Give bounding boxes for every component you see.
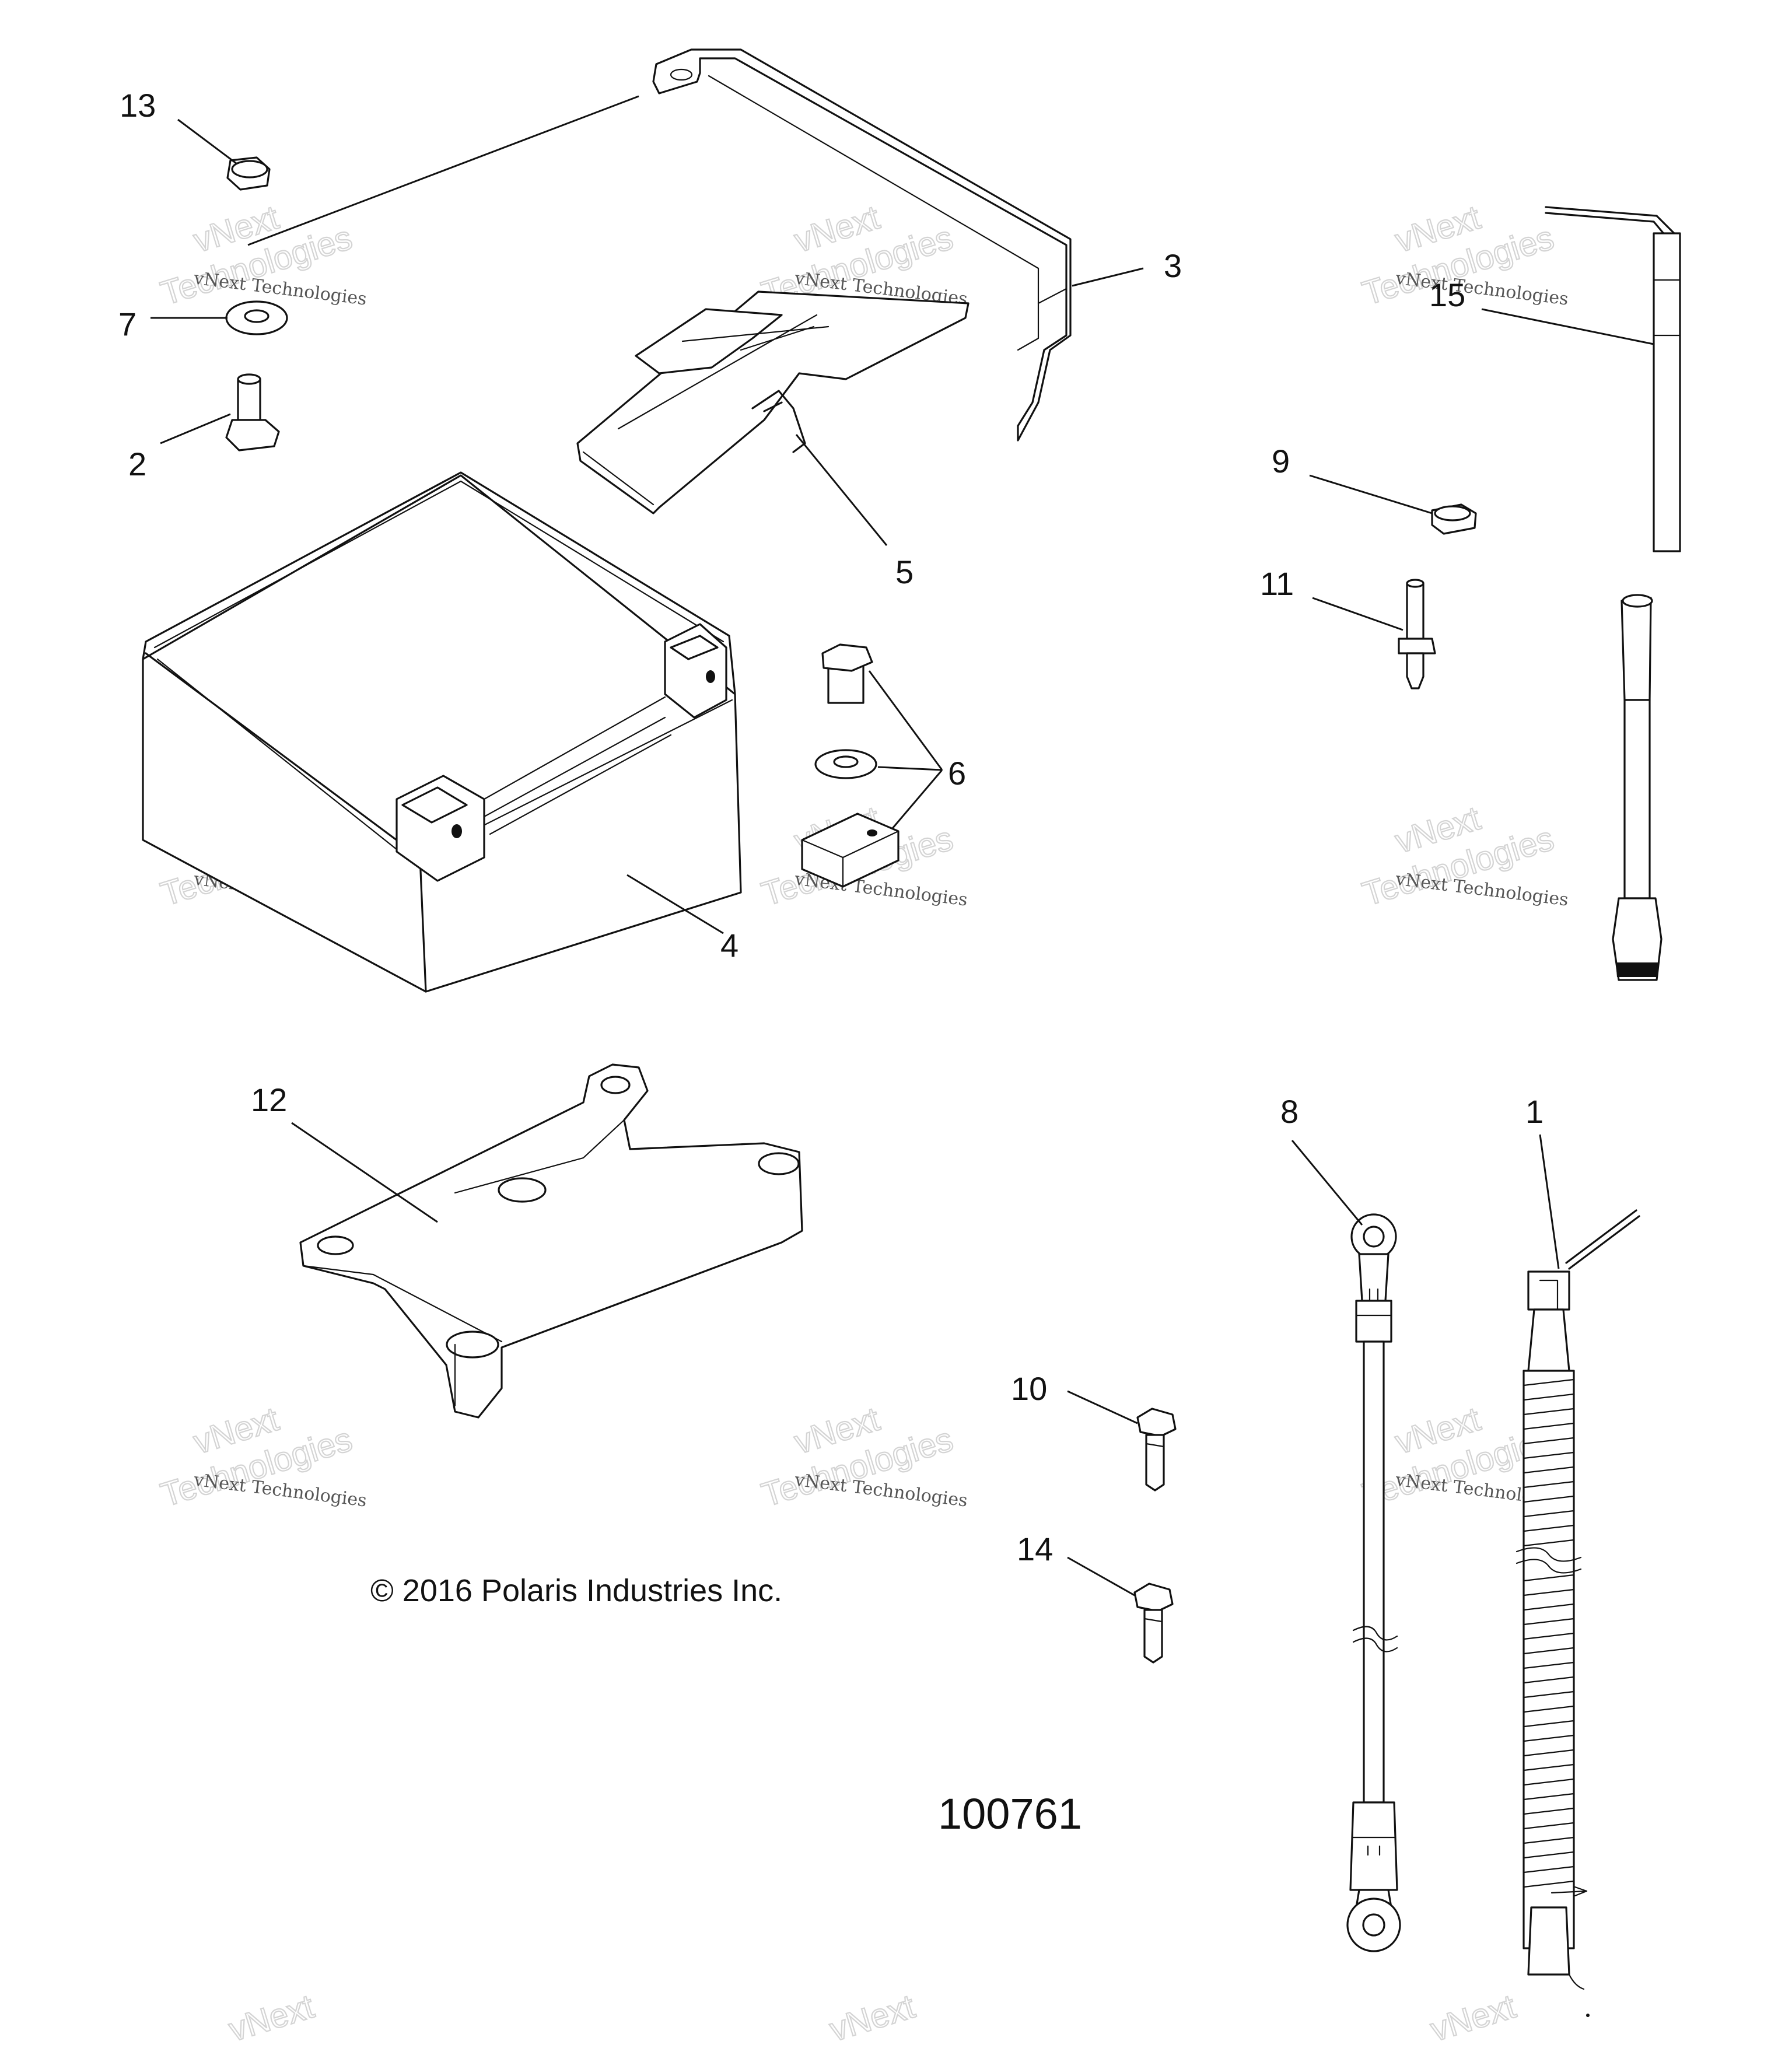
leader-line [891,769,943,829]
callout-2: 2 [128,446,146,482]
leader-line [291,1122,438,1223]
leader-line [1309,474,1433,514]
callout-4: 4 [720,927,738,964]
part-13-nut [226,156,271,191]
figure-number: 100761 [938,1790,1082,1838]
leader-line [1072,267,1144,287]
watermark-text: vNext [225,1987,318,2048]
watermark: vNext Technologies vNext Technologies [1357,799,1569,914]
callout-11: 11 [1260,565,1294,602]
watermarks: vNext Technologies vNext Technologies vN… [156,198,1569,2048]
leader-line [1067,1390,1138,1424]
watermark-text: vNext [825,1987,919,2048]
part-6-hardware-set [801,643,900,888]
callout-1: 1 [1525,1093,1544,1130]
part-15-cable [1545,206,1681,981]
watermark-text: vNext [1426,1987,1520,2048]
part-8-ground-cable [1346,1213,1401,1952]
part-14-bolt [1133,1583,1174,1664]
part-4-battery [142,471,742,993]
part-1-harness [1516,1209,1640,2017]
watermark: vNext [1426,1987,1521,2048]
leader-line [795,434,888,546]
leader-line [877,766,943,771]
watermark: vNext Technologies vNext Technologies [156,1399,368,1515]
callout-12: 12 [251,1081,287,1118]
callout-6: 6 [948,755,966,792]
part-9-nut [1431,503,1477,535]
callout-8: 8 [1280,1093,1298,1130]
leader-line [1481,308,1654,345]
part-3-hold-down-strap [652,48,1072,442]
callout-14: 14 [1017,1531,1053,1567]
leader-line [177,118,237,164]
callout-3: 3 [1164,247,1182,284]
part-10-bolt [1136,1408,1177,1492]
part-2-bolt [225,373,280,451]
part-11-stud [1398,579,1436,689]
leader-line [868,670,943,771]
callout-5: 5 [895,554,914,590]
leader-line [1539,1134,1560,1269]
leader-line [1067,1556,1135,1597]
callout-9: 9 [1272,443,1290,479]
part-12-mount-plate [299,1063,803,1419]
watermark: vNext [224,1987,319,2048]
watermark: vNext Technologies vNext Technologies [757,1399,968,1515]
callout-15: 15 [1429,276,1465,313]
callout-10: 10 [1011,1370,1047,1407]
leader-line [1291,1140,1363,1226]
watermark: vNext [825,1987,920,2048]
part-5-battery-pad [576,290,970,514]
leader-line [1312,597,1404,631]
connector-line [247,95,639,246]
watermark: vNext Technologies vNext Technologies [156,198,368,313]
leader-line [626,874,724,934]
copyright-text: © 2016 Polaris Industries Inc. [370,1573,782,1608]
leader-line [160,413,231,444]
callout-7: 7 [118,306,136,342]
part-7-washer [225,300,288,335]
callout-13: 13 [120,87,156,124]
